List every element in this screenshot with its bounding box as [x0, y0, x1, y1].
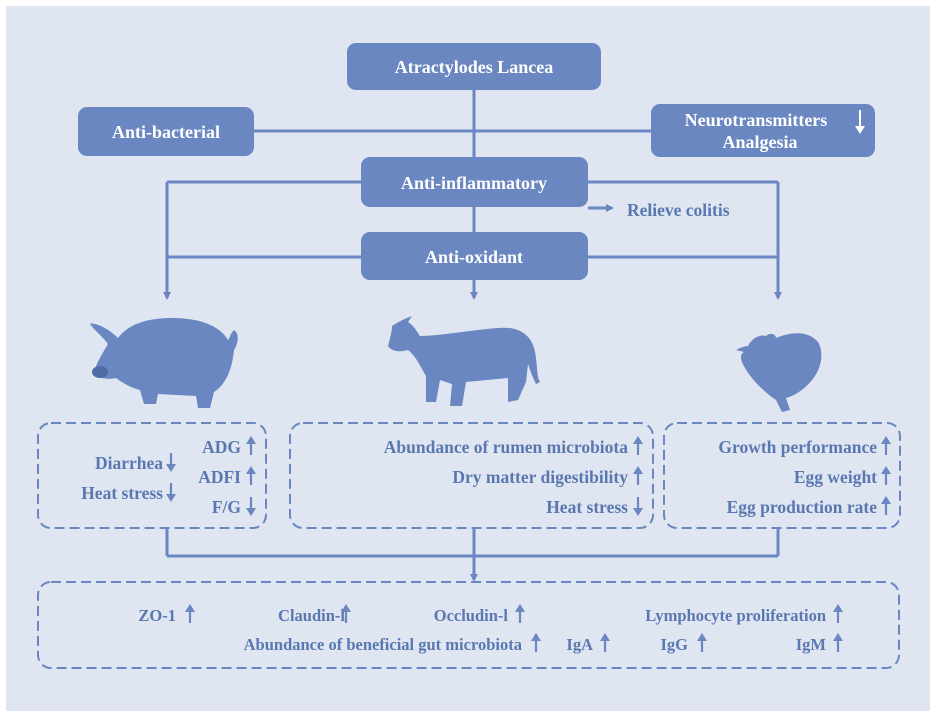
node-neuro-line2: Analgesia — [722, 132, 797, 152]
cattle-effect-label: Heat stress — [546, 497, 628, 517]
node-anti-bacterial-label: Anti-bacterial — [112, 122, 220, 142]
poultry-effects-box — [663, 422, 901, 529]
node-root: Atractylodes Lancea — [347, 43, 601, 90]
gut-effect-label: Lymphocyte proliferation — [645, 606, 826, 625]
node-root-label: Atractylodes Lancea — [395, 57, 553, 77]
node-neurotransmitters: Neurotransmitters Analgesia — [651, 104, 875, 157]
up-arrow-icon — [633, 436, 643, 455]
gut-effect-label: ZO-1 — [138, 606, 176, 625]
relieve-colitis-label: Relieve colitis — [627, 200, 730, 220]
up-arrow-icon — [633, 466, 643, 485]
pig-effect-label: Diarrhea — [95, 453, 163, 473]
cattle-effect-label: Dry matter digestibility — [452, 467, 628, 487]
node-neuro-line1: Neurotransmitters — [685, 110, 828, 130]
up-arrow-icon — [881, 466, 891, 485]
node-anti-bacterial: Anti-bacterial — [78, 107, 254, 156]
poultry-effect-label: Egg production rate — [727, 497, 878, 517]
pig-effect-label: F/G — [212, 497, 242, 517]
down-arrow-icon — [855, 110, 865, 134]
node-anti-inflammatory: Anti-inflammatory — [361, 157, 588, 207]
down-arrow-icon — [246, 497, 256, 516]
up-arrow-icon — [185, 604, 195, 623]
down-arrow-icon — [633, 497, 643, 516]
pig-effect-label: Heat stress — [81, 483, 163, 503]
gut-effect-label: IgG — [660, 635, 688, 654]
poultry-effect-label: Egg weight — [794, 467, 877, 487]
gut-effect-label: IgA — [566, 635, 593, 654]
up-arrow-icon — [531, 633, 541, 652]
up-arrow-icon — [246, 436, 256, 455]
up-arrow-icon — [515, 604, 525, 623]
gut-effect-label: Abundance of beneficial gut microbiota — [244, 635, 522, 654]
pig-effects-box — [37, 422, 267, 529]
up-arrow-icon — [833, 633, 843, 652]
up-arrow-icon — [881, 496, 891, 515]
cow-icon — [388, 316, 540, 406]
pig-effect-label: ADG — [202, 437, 241, 457]
down-arrow-icon — [166, 453, 176, 472]
pig-effect-label: ADFI — [198, 467, 241, 487]
gut-effects-box — [37, 581, 900, 669]
poultry-effect-label: Growth performance — [718, 437, 877, 457]
gut-effect-label: IgM — [796, 635, 827, 654]
up-arrow-icon — [833, 604, 843, 623]
node-anti-inflammatory-label: Anti-inflammatory — [401, 173, 547, 193]
chicken-icon — [736, 333, 822, 412]
up-arrow-icon — [600, 633, 610, 652]
dashed-boxes — [37, 422, 901, 669]
node-anti-oxidant-label: Anti-oxidant — [425, 247, 523, 267]
gut-effect-label: Claudin-l — [278, 606, 345, 625]
up-arrow-icon — [341, 604, 351, 623]
cattle-effects-box — [289, 422, 654, 529]
up-arrow-icon — [246, 466, 256, 485]
up-arrow-icon — [881, 436, 891, 455]
pig-icon — [90, 318, 238, 408]
down-arrow-icon — [166, 483, 176, 502]
cattle-effect-label: Abundance of rumen microbiota — [384, 437, 628, 457]
node-anti-oxidant: Anti-oxidant — [361, 232, 588, 280]
up-arrow-icon — [697, 633, 707, 652]
gut-effect-label: Occludin-l — [434, 606, 509, 625]
